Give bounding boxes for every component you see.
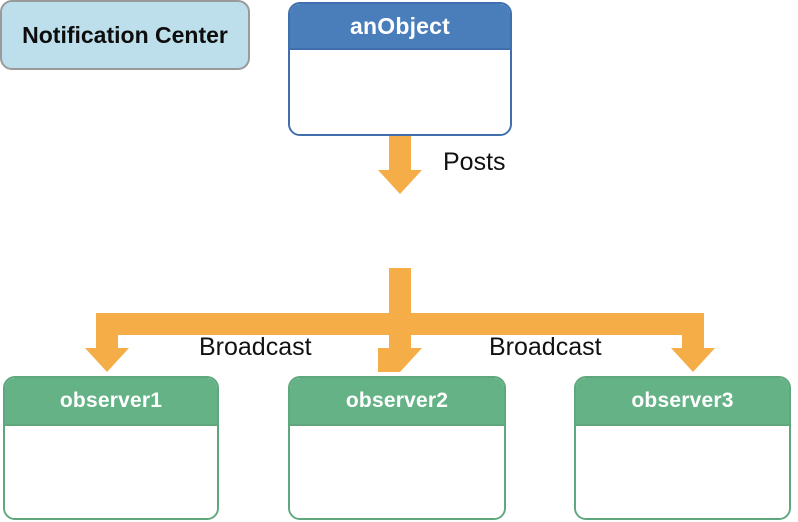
arrow-broadcast-right — [411, 313, 715, 372]
node-notification-center-title: Notification Center — [22, 21, 228, 48]
node-observer2-title: observer2 — [290, 378, 504, 424]
node-anobject-title: anObject — [290, 4, 510, 48]
edge-label-broadcast-left: Broadcast — [199, 333, 312, 361]
arrow-broadcast-left — [85, 313, 389, 372]
arrow-broadcast-center — [378, 268, 422, 372]
arrow-posts — [378, 136, 422, 194]
node-observer1[interactable]: observer1 — [3, 376, 219, 520]
node-observer3[interactable]: observer3 — [574, 376, 791, 520]
edge-label-broadcast-right: Broadcast — [489, 333, 602, 361]
node-observer3-body — [576, 424, 789, 518]
node-anobject-body — [290, 48, 510, 134]
node-observer2-body — [290, 424, 504, 518]
edge-label-posts: Posts — [443, 148, 506, 176]
node-anobject[interactable]: anObject — [288, 2, 512, 136]
node-observer3-title: observer3 — [576, 378, 789, 424]
node-observer2[interactable]: observer2 — [288, 376, 506, 520]
node-observer1-title: observer1 — [5, 378, 217, 424]
node-observer1-body — [5, 424, 217, 518]
node-notification-center[interactable]: Notification Center — [0, 0, 250, 70]
